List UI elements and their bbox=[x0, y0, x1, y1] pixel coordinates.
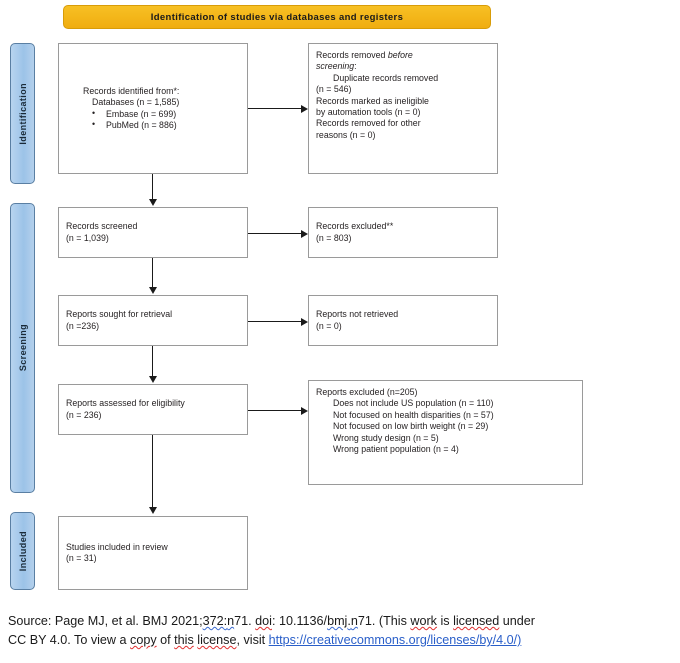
diagram-header-title: Identification of studies via databases … bbox=[150, 11, 404, 23]
box-reports-sought: Reports sought for retrieval (n =236) bbox=[58, 295, 248, 346]
reports-excluded-reason-2: Not focused on health disparities (n = 5… bbox=[333, 409, 494, 420]
box-reports-assessed: Reports assessed for eligibility (n = 23… bbox=[58, 384, 248, 435]
reports-sought-line-2: (n =236) bbox=[66, 320, 100, 331]
reports-excluded-reason-1: Does not include US population (n = 110) bbox=[333, 398, 494, 409]
reports-excluded-reason-3: Not focused on low birth weight (n = 29) bbox=[333, 421, 489, 432]
connector-assessed-to-excluded bbox=[248, 410, 301, 411]
reports-not-retrieved-line-1: Reports not retrieved bbox=[316, 309, 399, 320]
creative-commons-license-link[interactable]: https://creativecommons.org/licenses/by/… bbox=[268, 633, 522, 647]
reports-excluded-reason-5: Wrong patient population (n = 4) bbox=[333, 444, 459, 455]
records-identified-line-1: Records identified from*: bbox=[83, 85, 180, 96]
box-records-screened: Records screened (n = 1,039) bbox=[58, 207, 248, 258]
stage-label-identification: Identification bbox=[17, 82, 28, 145]
records-removed-ineligible-2: by automation tools (n = 0) bbox=[316, 107, 421, 118]
reports-excluded-reason-4: Wrong study design (n = 5) bbox=[333, 432, 439, 443]
diagram-header-bar: Identification of studies via databases … bbox=[63, 5, 491, 29]
arrowhead-screened-to-sought bbox=[148, 287, 157, 294]
box-records-removed-before-screening: Records removed before screening: Duplic… bbox=[308, 43, 498, 174]
records-screened-line-2: (n = 1,039) bbox=[66, 232, 109, 243]
studies-included-line-2: (n = 31) bbox=[66, 553, 97, 563]
stage-bar-identification: Identification bbox=[10, 43, 35, 184]
arrowhead-identified-to-removed bbox=[301, 104, 308, 113]
records-removed-duplicate: Duplicate records removed bbox=[333, 72, 439, 83]
connector-screened-to-excluded bbox=[248, 233, 301, 234]
stage-label-screening: Screening bbox=[17, 324, 28, 372]
arrowhead-screened-to-excluded bbox=[301, 229, 308, 238]
box-studies-included: Studies included in review (n = 31) bbox=[58, 516, 248, 590]
records-removed-duplicate-n: (n = 546) bbox=[316, 84, 352, 95]
connector-sought-to-assessed bbox=[152, 346, 153, 377]
records-identified-line-2: Databases (n = 1,585) bbox=[92, 97, 180, 108]
connector-identified-to-removed bbox=[248, 108, 301, 109]
arrowhead-assessed-to-included bbox=[148, 507, 157, 514]
source-caption: Source: Page MJ, et al. BMJ 2021;372:n71… bbox=[8, 612, 674, 650]
stage-label-included: Included bbox=[17, 530, 28, 572]
source-caption-line-2: CC BY 4.0. To view a copy of this licens… bbox=[8, 633, 522, 647]
records-identified-embase: Embase (n = 699) bbox=[66, 108, 240, 120]
records-removed-other-1: Records removed for other bbox=[316, 118, 421, 129]
connector-assessed-to-included bbox=[152, 435, 153, 508]
records-excluded-line-2: (n = 803) bbox=[316, 232, 352, 243]
box-reports-excluded: Reports excluded (n=205) Does not includ… bbox=[308, 380, 583, 485]
arrowhead-identified-to-screened bbox=[148, 199, 157, 206]
connector-screened-to-sought bbox=[152, 258, 153, 288]
records-screened-line-1: Records screened bbox=[66, 221, 138, 232]
source-caption-line-1: Source: Page MJ, et al. BMJ 2021;372:n71… bbox=[8, 614, 535, 628]
records-removed-line-2: screening: bbox=[316, 61, 357, 72]
stage-bar-included: Included bbox=[10, 512, 35, 590]
stage-bar-screening: Screening bbox=[10, 203, 35, 493]
box-reports-not-retrieved: Reports not retrieved (n = 0) bbox=[308, 295, 498, 346]
records-excluded-line-1: Records excluded** bbox=[316, 221, 394, 232]
records-removed-ineligible-1: Records marked as ineligible bbox=[316, 95, 429, 106]
box-records-excluded: Records excluded** (n = 803) bbox=[308, 207, 498, 258]
connector-identified-to-screened bbox=[152, 174, 153, 200]
arrowhead-sought-to-not-retrieved bbox=[301, 317, 308, 326]
reports-assessed-line-1: Reports assessed for eligibility bbox=[66, 398, 185, 409]
reports-assessed-line-2: (n = 236) bbox=[66, 409, 102, 420]
arrowhead-assessed-to-excluded bbox=[301, 406, 308, 415]
connector-sought-to-not-retrieved bbox=[248, 321, 301, 322]
arrowhead-sought-to-assessed bbox=[148, 376, 157, 383]
box-records-identified: Records identified from*: Databases (n =… bbox=[58, 43, 248, 174]
records-removed-line-1: Records removed before bbox=[316, 50, 413, 60]
records-removed-other-2: reasons (n = 0) bbox=[316, 129, 376, 140]
records-identified-pubmed: PubMed (n = 886) bbox=[66, 119, 240, 131]
reports-excluded-line-1: Reports excluded (n=205) bbox=[316, 387, 418, 397]
studies-included-line-1: Studies included in review bbox=[66, 541, 168, 552]
reports-sought-line-1: Reports sought for retrieval bbox=[66, 309, 173, 320]
reports-not-retrieved-line-2: (n = 0) bbox=[316, 320, 342, 331]
